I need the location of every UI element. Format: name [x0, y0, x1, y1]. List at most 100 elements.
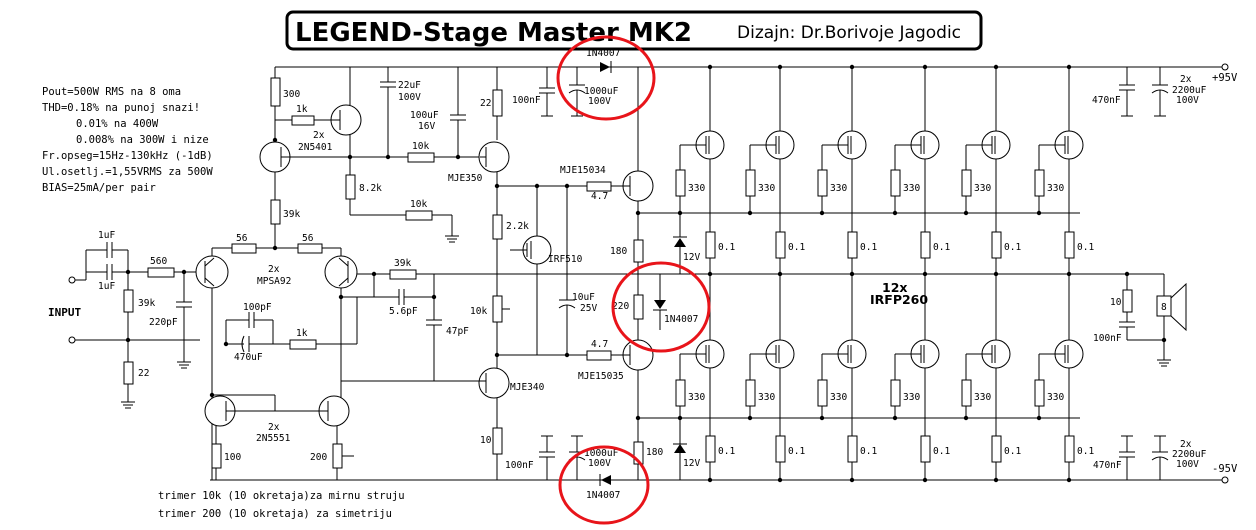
zobel-resistor — [1122, 289, 1133, 313]
source-resistor-top-4 — [920, 231, 931, 259]
r39k-cs — [270, 199, 281, 225]
c47p-label: 47pF — [446, 326, 469, 337]
c22uf-voltage: 100V — [398, 92, 421, 103]
gate-resistor-bottom-label-6: 330 — [1047, 392, 1064, 403]
feedback-network: 39k 5.6pF 47pF 100pF 470uF 1k — [223, 258, 469, 381]
speaker-impedance: 8 — [1161, 302, 1167, 313]
gate-resistor-top-label-5: 330 — [974, 183, 991, 194]
r22-vas — [492, 89, 503, 117]
gate-resistor-top-label-2: 330 — [758, 183, 775, 194]
r10k-gnd-label: 10k — [410, 199, 427, 210]
r560 — [147, 267, 175, 278]
mpsa92-left — [195, 255, 229, 289]
diode-mid-label: 1N4007 — [664, 314, 698, 325]
trimmer-200-label: 200 — [310, 452, 327, 463]
source-resistor-bottom-label-2: 0.1 — [788, 446, 805, 457]
source-resistor-top-6 — [1064, 231, 1075, 259]
gate-resistor-bottom-label-4: 330 — [903, 392, 920, 403]
r4-7-bottom-label: 4.7 — [591, 339, 608, 350]
c100nf-bottom-label: 100nF — [505, 460, 534, 471]
c470nf-top-label: 470nF — [1092, 95, 1121, 106]
trimmer-10k — [492, 295, 503, 323]
mpsa92-right — [324, 255, 358, 289]
r10k-vas — [407, 152, 435, 163]
vas-stage: 22 MJE350 4.7 2.2k IRF510 10k 4.7 — [448, 67, 620, 480]
schematic-title: LEGEND-Stage Master MK2 — [295, 18, 692, 48]
source-resistor-bottom-5 — [991, 435, 1002, 463]
zobel-cap-label: 100nF — [1093, 333, 1122, 344]
current-source: 300 1k 2x 2N5401 10k 8.2k 10k 39 — [259, 67, 480, 248]
gate-resistor-bottom-label-5: 330 — [974, 392, 991, 403]
c2200-top-label: 2200uF — [1172, 85, 1207, 96]
source-resistor-top-label-1: 0.1 — [718, 242, 735, 253]
c1000uf-bottom-label: 1000uF — [584, 448, 619, 459]
diode-bottom — [601, 475, 611, 485]
r4-7-bottom — [586, 350, 612, 361]
r56-right — [297, 243, 323, 254]
mpsa92-label: MPSA92 — [257, 276, 291, 287]
source-resistor-top-5 — [991, 231, 1002, 259]
input-stage: INPUT 1uF 1uF 560 39k 22 2 — [48, 230, 204, 409]
diode-mid — [654, 300, 666, 309]
source-resistor-bottom-label-4: 0.1 — [933, 446, 950, 457]
spec-freq: Fr.opseg=15Hz-130kHz (-1dB) — [42, 150, 213, 162]
r10k-gnd — [405, 210, 433, 221]
gate-resistor-top-4 — [890, 169, 901, 197]
gate-resistor-bottom-2 — [745, 379, 756, 407]
2n5401-label: 2N5401 — [298, 142, 333, 153]
r8k2 — [345, 174, 356, 200]
gate-resistor-bottom-label-1: 330 — [688, 392, 705, 403]
speaker-cone — [1170, 282, 1187, 332]
source-resistor-bottom-label-3: 0.1 — [860, 446, 877, 457]
gate-resistor-bottom-3 — [817, 379, 828, 407]
output-mosfet-array: 0.1 330 0.1 330 0.1 330 0.1 330 0.1 330 0.1 330 0.1 3… — [675, 64, 1094, 483]
source-resistor-top-label-5: 0.1 — [1004, 242, 1021, 253]
r100 — [211, 443, 222, 469]
r22-vas-label: 22 — [480, 98, 491, 109]
positive-rail-label: +95V — [1212, 72, 1238, 84]
zener-top — [674, 238, 686, 247]
zobel-resistor-label: 10 — [1110, 297, 1122, 308]
r8k2-label: 8.2k — [359, 183, 382, 194]
r22-input-label: 22 — [138, 368, 149, 379]
spec-bias: BIAS=25mA/per pair — [42, 182, 156, 194]
mje15035-label: MJE15035 — [578, 371, 624, 382]
r10k-vas-label: 10k — [412, 141, 429, 152]
gate-resistor-bottom-label-3: 330 — [830, 392, 847, 403]
r220-label: 220 — [612, 301, 629, 312]
c100uf-label: 100uF — [410, 110, 439, 121]
source-resistor-bottom-label-1: 0.1 — [718, 446, 735, 457]
2n5401-qty: 2x — [313, 130, 325, 141]
gate-resistor-top-1 — [675, 169, 686, 197]
mje15034-label: MJE15034 — [560, 165, 606, 176]
gate-resistor-top-6 — [1034, 169, 1045, 197]
zener-bottom-label: 12V — [683, 458, 700, 469]
diode-top — [600, 62, 610, 72]
diode-top-label: 1N4007 — [586, 48, 620, 59]
gate-resistor-top-label-3: 330 — [830, 183, 847, 194]
r56-right-label: 56 — [302, 233, 314, 244]
mje340 — [478, 367, 510, 399]
c1000uf-bottom-voltage: 100V — [588, 458, 611, 469]
source-resistor-bottom-label-6: 0.1 — [1077, 446, 1094, 457]
negative-rail: -95V — [210, 463, 1238, 484]
c10uf-voltage: 25V — [580, 303, 597, 314]
trimmer-200 — [332, 443, 343, 469]
c100nf-top-label: 100nF — [512, 95, 541, 106]
r39k-cs-label: 39k — [283, 209, 300, 220]
highlight-circles — [556, 35, 711, 525]
r300 — [270, 77, 281, 107]
mosfet-label: IRFP260 — [870, 292, 928, 307]
source-resistor-top-label-2: 0.1 — [788, 242, 805, 253]
r2k2 — [492, 214, 503, 240]
trimmer-notes: trimer 10k (10 okretaja)za mirnu struju … — [158, 490, 405, 520]
r1k-cs-label: 1k — [296, 104, 308, 115]
source-resistor-top-1 — [705, 231, 716, 259]
c100uf-voltage: 16V — [418, 121, 435, 132]
r300-label: 300 — [283, 89, 300, 100]
mosfet-qty: 12x — [882, 280, 907, 295]
c2200-top-voltage: 100V — [1176, 95, 1199, 106]
r39k-feedback-label: 39k — [394, 258, 411, 269]
source-resistor-top-label-6: 0.1 — [1077, 242, 1094, 253]
gate-resistor-top-label-1: 330 — [688, 183, 705, 194]
